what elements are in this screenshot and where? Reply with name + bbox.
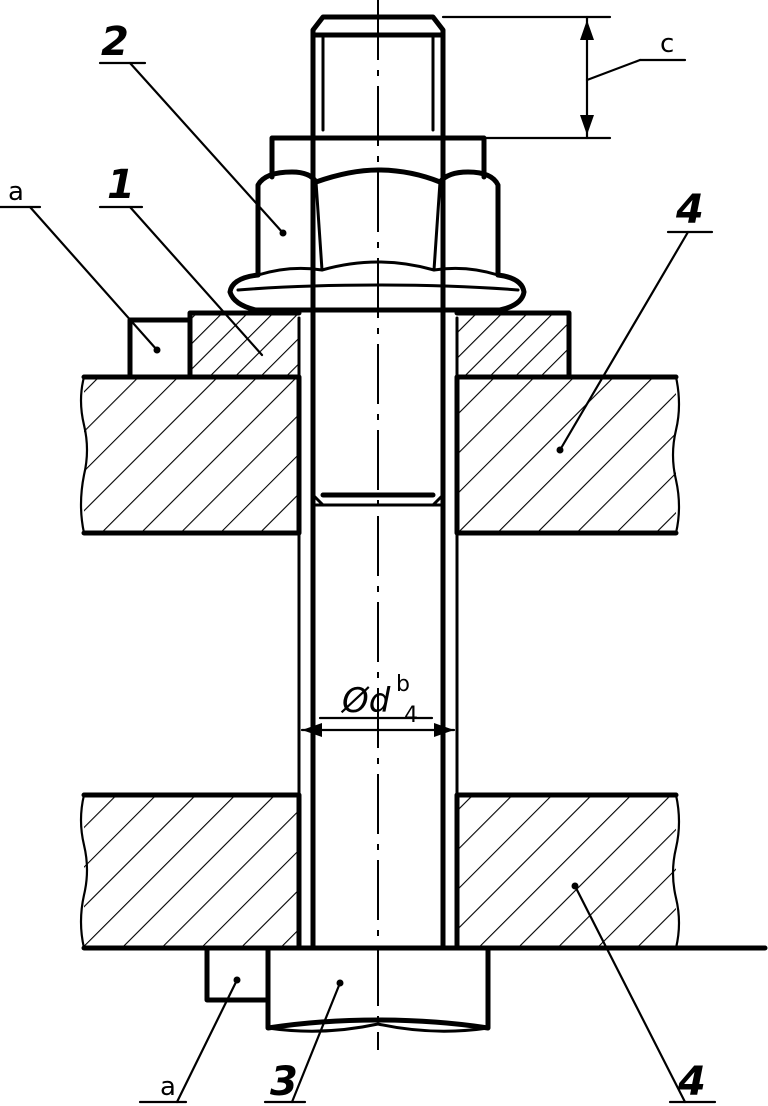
label-part-4-upper: 4 <box>675 187 704 233</box>
leader-lines <box>0 61 717 1104</box>
lower-plate-right <box>454 792 681 951</box>
dimension-diameter-subscript: 4 <box>404 703 418 728</box>
spacer-part-1 <box>187 310 572 380</box>
dimension-c <box>441 15 687 140</box>
upper-plate-right <box>454 374 681 536</box>
dimension-diameter <box>300 716 456 737</box>
label-note-c: c <box>660 29 674 59</box>
label-note-a-upper: a <box>8 177 24 207</box>
tab-a-upper <box>127 317 193 380</box>
dimension-diameter-symbol: Ød <box>340 681 391 721</box>
label-part-3: 3 <box>270 1059 298 1105</box>
bolt-hole-walls <box>297 316 459 950</box>
label-part-2: 2 <box>101 19 129 65</box>
upper-plate-left <box>79 374 302 536</box>
lower-plate-left <box>79 792 302 951</box>
label-part-4-lower: 4 <box>677 1059 706 1105</box>
label-part-1: 1 <box>107 162 135 208</box>
tab-a-lower <box>204 945 271 1003</box>
label-note-a-lower: a <box>160 1072 176 1102</box>
dimension-diameter-superscript: b <box>396 672 410 697</box>
